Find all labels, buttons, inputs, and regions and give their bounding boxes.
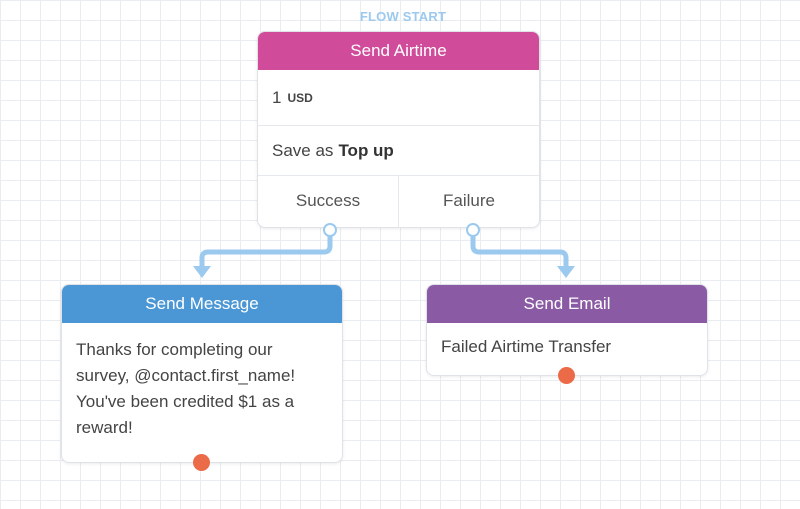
save-result-row[interactable]: Save as Top up bbox=[258, 126, 539, 176]
airtime-amount: 1 bbox=[272, 87, 282, 107]
send-email-node[interactable]: Send Email Failed Airtime Transfer bbox=[426, 284, 708, 376]
message-line: Thanks for completing our bbox=[76, 340, 273, 359]
success-exit-anchor[interactable] bbox=[323, 223, 337, 237]
airtime-amount-row[interactable]: 1 USD bbox=[258, 70, 539, 126]
failure-exit-anchor[interactable] bbox=[466, 223, 480, 237]
send-airtime-node[interactable]: Send Airtime 1 USD Save as Top up Succes… bbox=[257, 31, 540, 228]
message-line: survey, @contact.first_name! bbox=[76, 366, 296, 385]
send-message-header[interactable]: Send Message bbox=[62, 285, 342, 323]
airtime-currency: USD bbox=[287, 90, 313, 105]
exit-failure[interactable]: Failure bbox=[443, 191, 495, 210]
failure-arrow bbox=[557, 266, 575, 278]
exit-success[interactable]: Success bbox=[258, 176, 399, 228]
flow-start-label: FLOW START bbox=[359, 9, 447, 24]
email-exit-dot[interactable] bbox=[558, 367, 575, 384]
message-text[interactable]: Thanks for completing our survey, @conta… bbox=[62, 323, 342, 441]
send-email-header[interactable]: Send Email bbox=[427, 285, 707, 323]
save-as-label: Save as bbox=[272, 140, 334, 160]
message-line: reward! bbox=[76, 418, 133, 437]
failure-connector bbox=[470, 229, 569, 271]
send-message-node[interactable]: Send Message Thanks for completing our s… bbox=[61, 284, 343, 463]
success-arrow bbox=[193, 266, 211, 278]
email-subject[interactable]: Failed Airtime Transfer bbox=[441, 337, 612, 356]
save-result-name: Top up bbox=[338, 140, 394, 160]
send-airtime-header[interactable]: Send Airtime bbox=[258, 32, 539, 70]
airtime-exits: Success Failure bbox=[258, 176, 539, 228]
success-connector bbox=[199, 229, 333, 271]
message-exit-dot[interactable] bbox=[193, 454, 210, 471]
message-line: You've been credited $1 as a bbox=[76, 392, 295, 411]
